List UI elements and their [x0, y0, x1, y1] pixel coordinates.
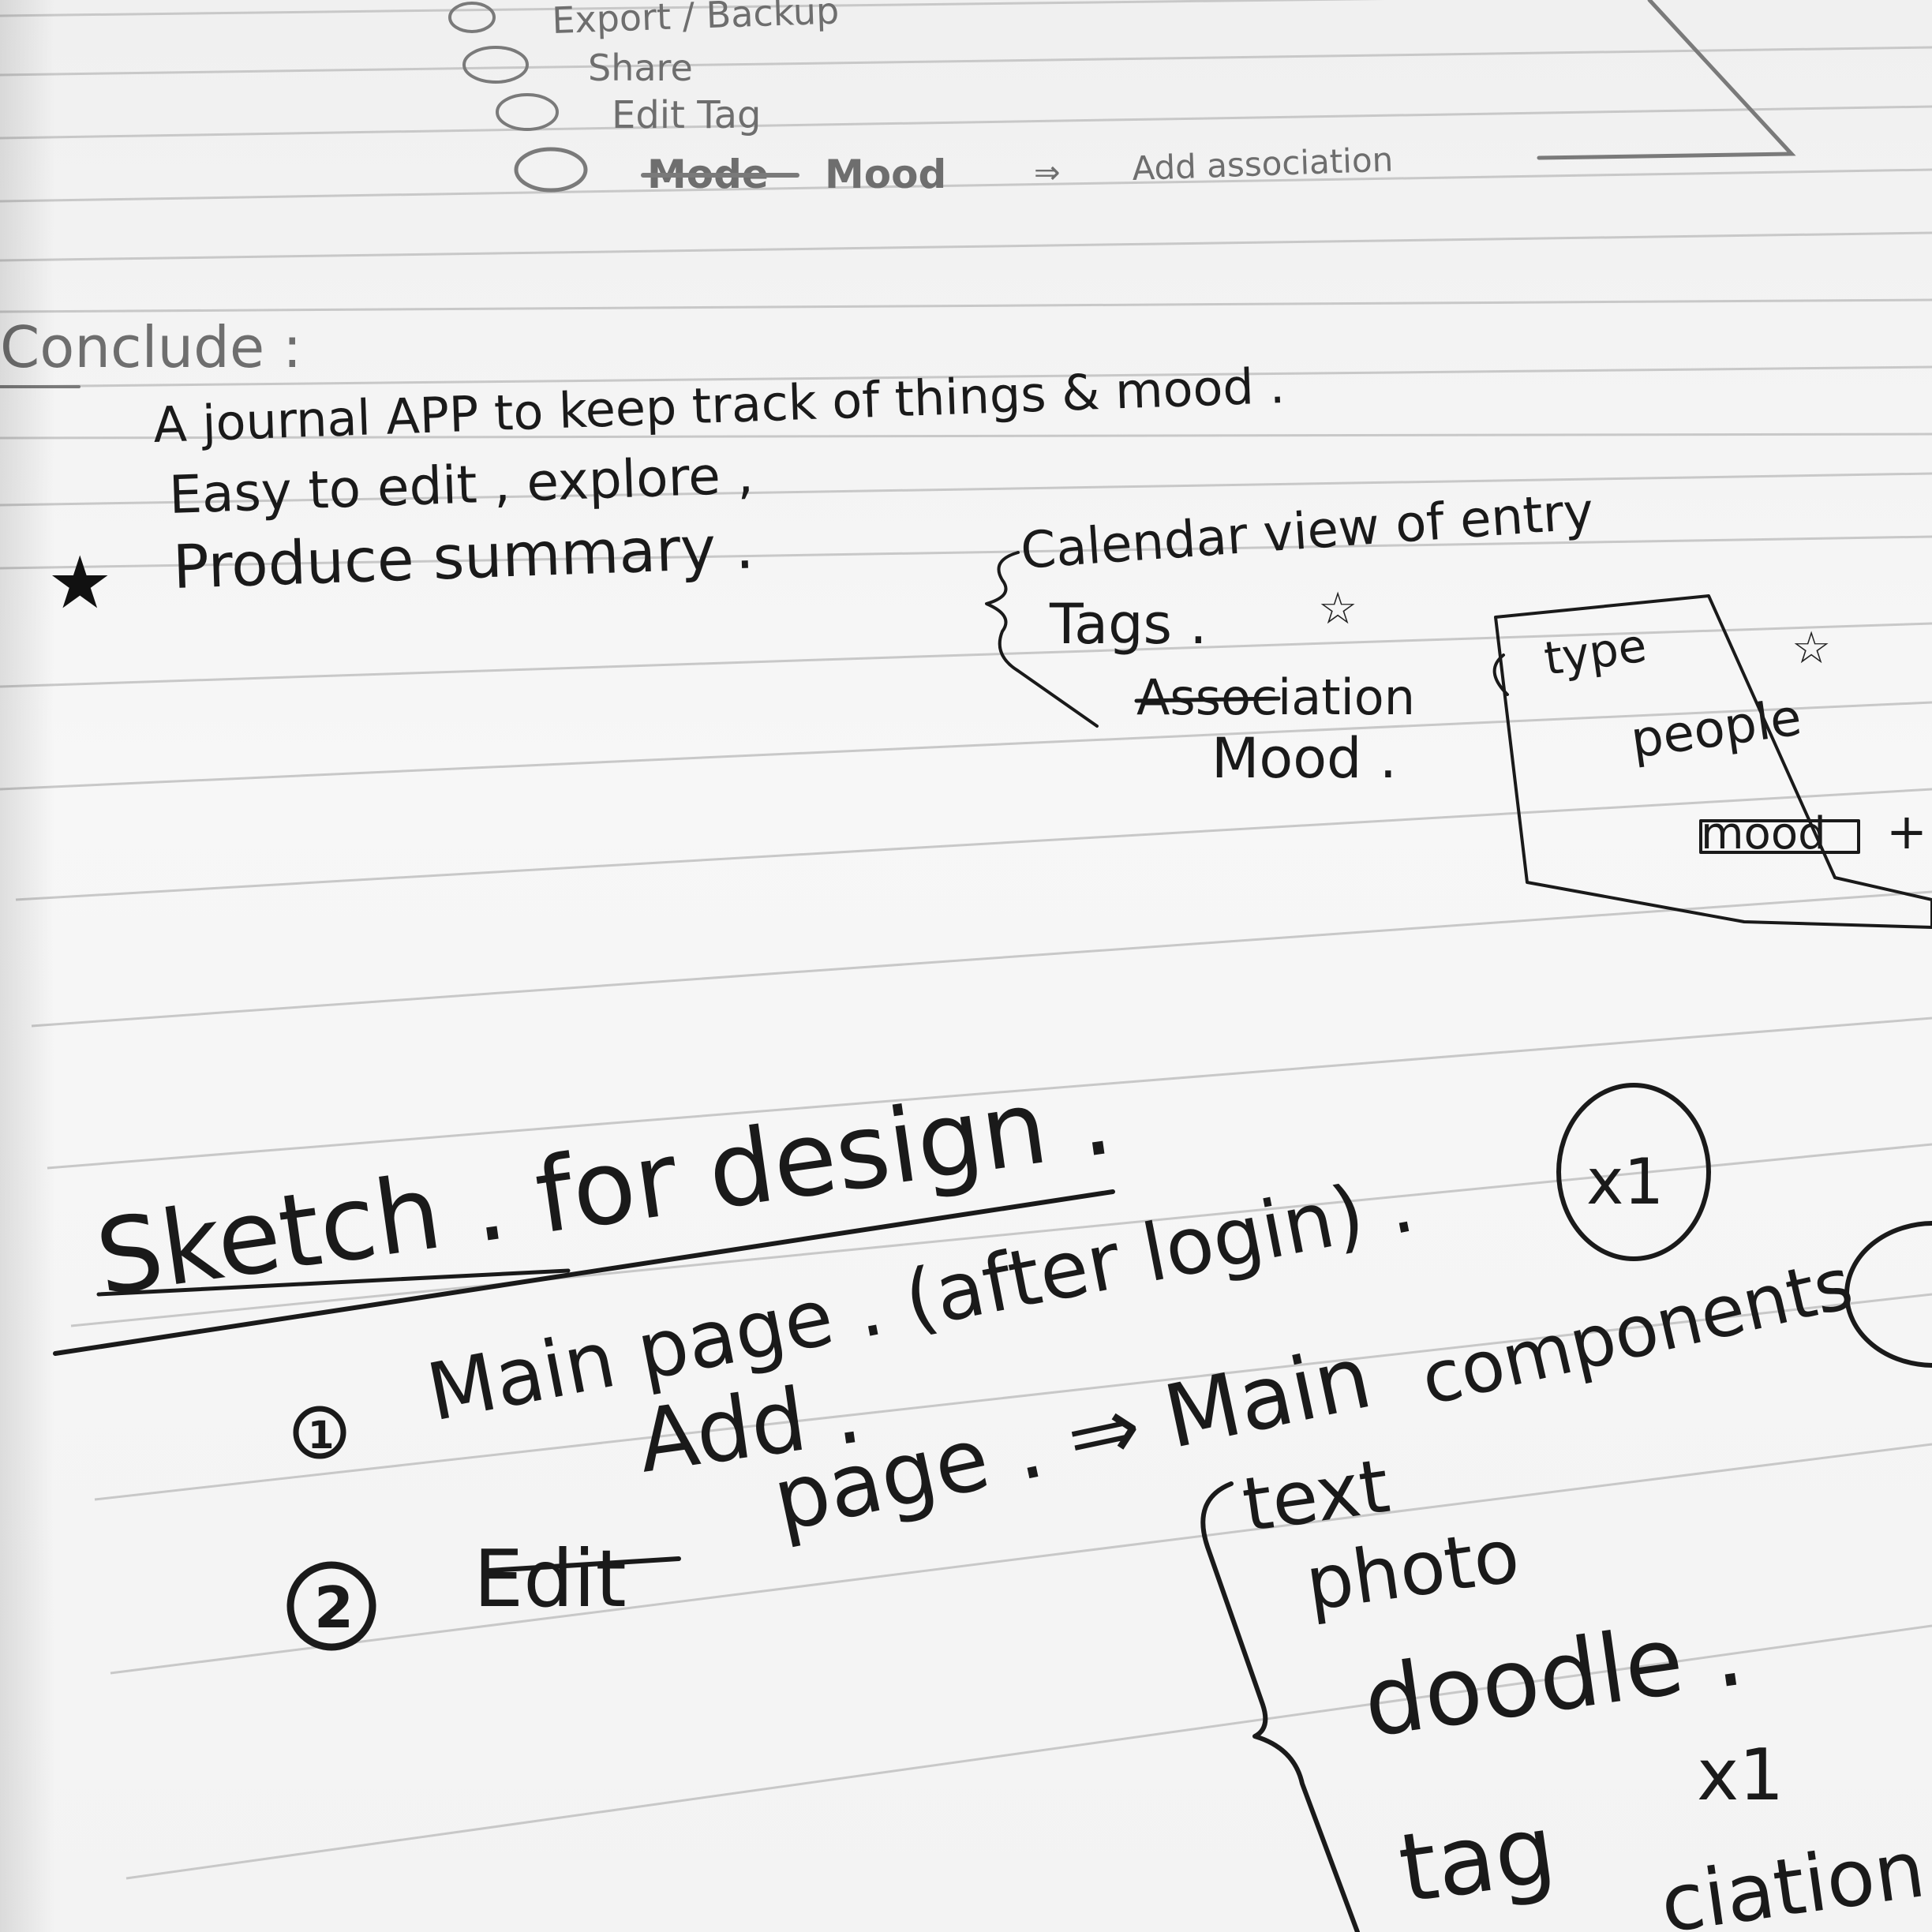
brace-icon [985, 551, 1099, 728]
component-text: text [1237, 1443, 1395, 1549]
list-item-association-note: Add association [1132, 140, 1394, 188]
circled-number-icon [462, 46, 529, 84]
circled-number-icon [293, 1406, 346, 1459]
scribble-box [1699, 819, 1860, 854]
ruled-lines [0, 0, 1932, 1880]
options-box [1494, 594, 1932, 929]
item2-number: 2 [314, 1574, 354, 1641]
box-item-people: people [1627, 688, 1805, 769]
top-list: Export / Backup Share Edit Tag Mode Mood… [448, 0, 1796, 197]
component-tag: tag [1393, 1795, 1562, 1925]
item1-badge: x1 [1586, 1145, 1664, 1219]
circled-number-icon [514, 147, 588, 193]
component-doodle: doodle . [1357, 1597, 1750, 1759]
star-outline-icon: ☆ [1318, 583, 1357, 635]
tag-badge: x1 [1697, 1734, 1784, 1817]
brace-icon [1200, 1481, 1360, 1932]
list-item-export: Export / Backup [551, 0, 840, 42]
box-item-type: type [1541, 618, 1649, 685]
conclude-line-3: Produce summary . [172, 511, 755, 602]
circled-badge [1844, 1221, 1932, 1368]
arrow-icon: ⇒ [1034, 155, 1061, 191]
circled-number-icon [448, 2, 496, 33]
sketch-section: Sketch . for design . 1 Main page . (aft… [53, 1058, 1932, 1932]
heading-underline [96, 1268, 571, 1297]
star-outline-icon: ☆ [1792, 623, 1831, 674]
section-divider [53, 1189, 1115, 1356]
circled-number-icon [286, 1561, 376, 1651]
circled-badge [1556, 1083, 1711, 1261]
strikethrough [487, 1556, 681, 1573]
conclude-heading: Conclude : [0, 314, 301, 380]
item2-components: components [1413, 1242, 1859, 1421]
component-association-cutoff: ciation [1655, 1822, 1930, 1932]
item2-edit-struck: Edit [474, 1533, 627, 1625]
list-item-share: Share [588, 47, 693, 89]
item1-number: 1 [308, 1413, 334, 1458]
strikethrough [1134, 696, 1281, 703]
branch-tags: Tags . [1049, 592, 1207, 657]
conclude-line-2: Easy to edit , explore , [168, 444, 754, 526]
circled-number-icon [496, 93, 559, 131]
list-item-mood: Mood [825, 152, 946, 197]
star-icon: ★ [47, 541, 112, 625]
branch-mood: Mood . [1211, 726, 1397, 791]
box-plus-icon: + [1886, 803, 1927, 860]
page-edge-shadow [0, 0, 55, 1932]
conclude-line-1: A journal APP to keep track of things & … [152, 357, 1286, 454]
bracket-line [1537, 0, 1796, 160]
branch-calendar: Calendar view of entry [1019, 482, 1595, 581]
list-item-edit-tag: Edit Tag [612, 93, 761, 137]
conclude-section: Conclude : A journal APP to keep track o… [0, 314, 1932, 929]
